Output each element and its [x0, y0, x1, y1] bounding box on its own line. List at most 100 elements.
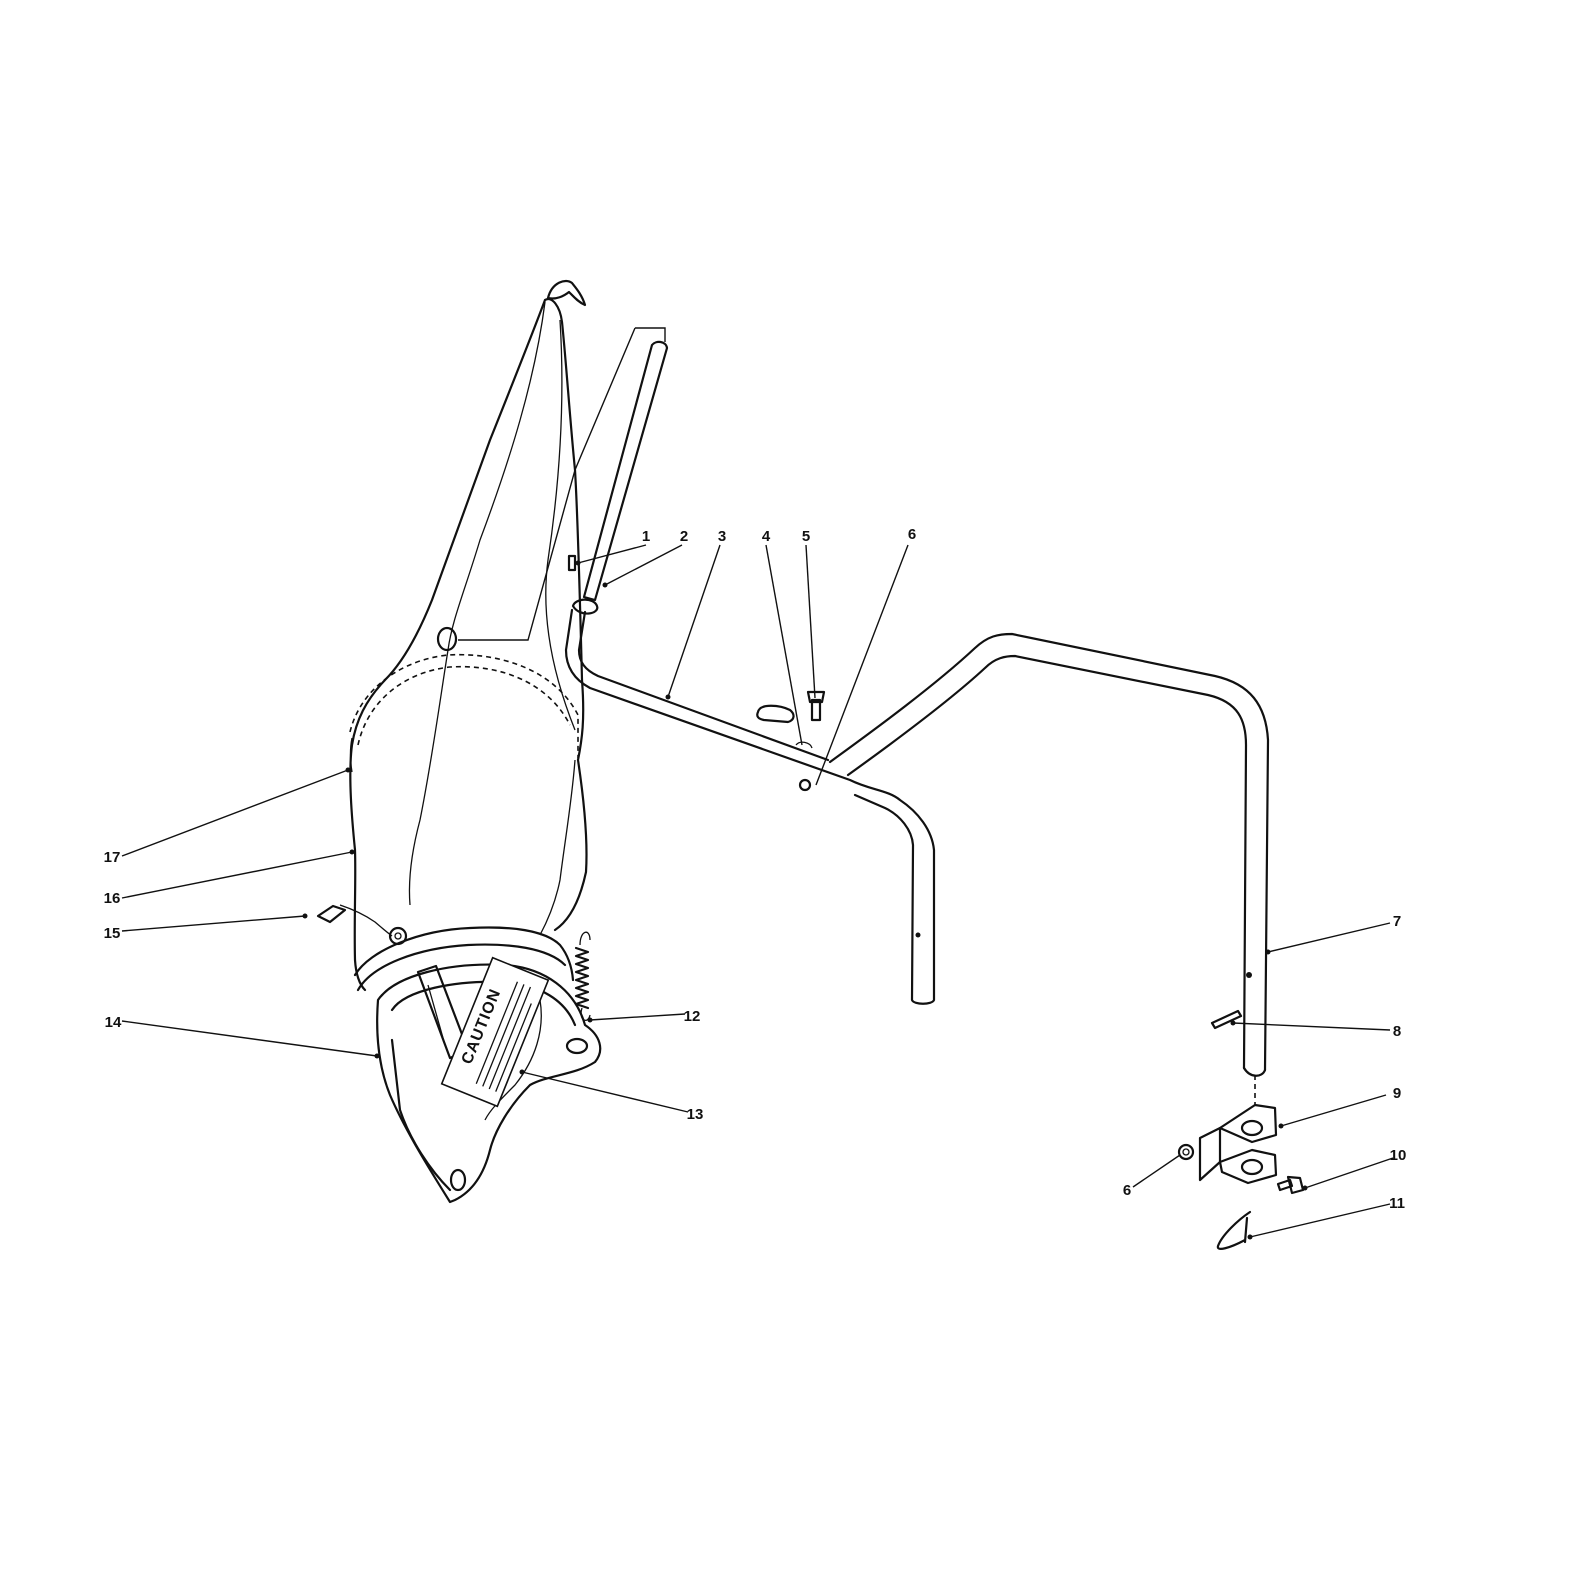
callout-13: 13	[687, 1106, 704, 1123]
leader-2	[604, 544, 683, 586]
leader-dot	[302, 913, 308, 919]
frame-tube	[564, 608, 1270, 1077]
bag-seam	[349, 737, 353, 773]
frame-hole	[915, 932, 921, 938]
callout-15: 15	[104, 925, 121, 942]
callout-17: 17	[104, 849, 121, 866]
leader-dot	[575, 560, 581, 566]
callout-16: 16	[104, 890, 121, 907]
callout-12: 12	[684, 1008, 701, 1025]
leader-dot	[1230, 1020, 1236, 1026]
bracket-lower	[1218, 1148, 1278, 1185]
bag-hook	[546, 279, 587, 307]
leader-dot	[374, 1053, 380, 1059]
leader-8	[1232, 1022, 1391, 1031]
callout-11: 11	[1389, 1195, 1405, 1212]
callout-numbers: 1 2 3 4 5 6 7 8 9 10 11 12 13 14 15 16 1…	[104, 526, 1407, 1212]
bracket-hole-upper	[1240, 1119, 1264, 1137]
bag-ring	[436, 626, 458, 652]
callout-2: 2	[680, 528, 688, 545]
hairpin-clip	[1216, 1210, 1252, 1250]
clevis-pin	[1210, 1009, 1243, 1030]
leader-16	[121, 851, 353, 899]
bag-crease	[545, 319, 576, 731]
rod-outline	[582, 340, 669, 602]
chute-handle	[427, 984, 446, 1046]
decal-text-line	[488, 986, 532, 1090]
callout-6: 6	[908, 526, 916, 543]
spring-hook-top	[579, 931, 591, 946]
spring-hook-bottom	[580, 1007, 591, 1021]
chute-lug-hole	[565, 1037, 589, 1055]
callout-5: 5	[802, 528, 810, 545]
bracket-hole-lower	[1240, 1158, 1264, 1176]
crossbar-inner	[846, 654, 1248, 1070]
frame-tube-inner	[577, 610, 830, 762]
leader-dots	[302, 560, 1308, 1240]
chute-body	[376, 963, 602, 1204]
washer	[795, 741, 813, 749]
spring-coil	[574, 946, 590, 1010]
bracket-nut	[1182, 1148, 1190, 1156]
chute-side-rail	[390, 1038, 452, 1192]
callout-14: 14	[105, 1014, 122, 1031]
rod-sleeve	[571, 598, 599, 615]
bag-latch	[316, 904, 347, 924]
reference-bracket	[458, 327, 666, 641]
bag-cloth	[349, 298, 588, 992]
mount-bracket	[1218, 1103, 1278, 1144]
leader-7	[1267, 922, 1391, 953]
leader-dot	[1302, 1185, 1308, 1191]
bracket-nut	[1177, 1143, 1195, 1161]
leader-12	[589, 1013, 686, 1021]
leader-3	[667, 544, 721, 698]
callout-8: 8	[1393, 1023, 1401, 1040]
leader-9	[1280, 1094, 1387, 1127]
leader-dot	[1265, 949, 1271, 955]
bag-grommet	[388, 926, 408, 946]
leader-1	[577, 544, 647, 564]
leader-10	[1304, 1157, 1394, 1189]
bag-frame-rim	[357, 665, 571, 746]
leader-4	[765, 544, 803, 746]
leader-6	[815, 544, 909, 786]
spring	[574, 931, 591, 1021]
leader-dot	[1278, 1123, 1284, 1129]
decal-text-line	[475, 981, 519, 1084]
support-rod	[567, 340, 669, 615]
chute-crease	[484, 999, 542, 1121]
bag-crease	[408, 301, 546, 906]
leader-dot	[665, 694, 671, 700]
frame-bracket	[756, 704, 795, 724]
leader-dot	[1247, 1234, 1253, 1240]
bag-collar	[356, 943, 567, 992]
callout-9: 9	[1393, 1085, 1401, 1102]
leg-end-right	[1242, 1066, 1267, 1077]
leader-dot	[602, 582, 608, 588]
leader-dot	[349, 849, 355, 855]
latch-cable	[339, 904, 393, 937]
leader-dot	[519, 1069, 525, 1075]
bag-collar	[353, 926, 575, 982]
decal-text-line	[482, 984, 525, 1087]
leader-11	[1249, 1203, 1391, 1238]
bag-frame-rim	[349, 653, 579, 758]
leader-15	[121, 915, 306, 932]
caution-decal: CAUTION	[440, 956, 550, 1108]
leg-hole	[1246, 972, 1252, 978]
callout-6-lower: 6	[1123, 1182, 1131, 1199]
bracket-bolt	[1276, 1175, 1305, 1195]
frame-tube-outer	[564, 608, 936, 1005]
frame-nut	[798, 778, 812, 792]
caution-decal-border	[440, 956, 550, 1108]
leader-dot	[587, 1017, 593, 1023]
leader-14	[121, 1020, 378, 1057]
discharge-chute: CAUTION	[376, 956, 602, 1204]
bracket-web	[1198, 1126, 1222, 1182]
bag-grommet	[394, 932, 402, 940]
bag-crease	[539, 759, 576, 936]
leader-13	[521, 1071, 689, 1113]
leader-dot	[345, 767, 351, 773]
callout-10: 10	[1390, 1147, 1407, 1164]
